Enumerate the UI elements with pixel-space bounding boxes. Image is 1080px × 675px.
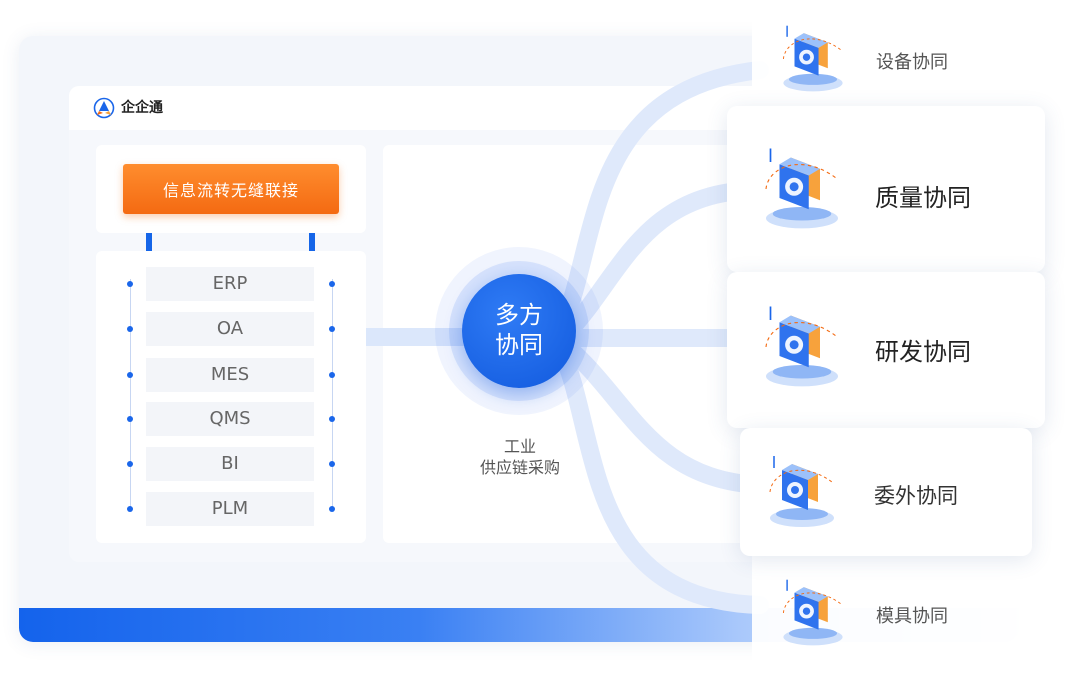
systems-rail-left	[130, 279, 131, 511]
system-dot	[329, 416, 335, 422]
flow-line-equipment	[551, 61, 769, 339]
flow-line-quality	[556, 181, 769, 344]
system-row: BI	[96, 447, 366, 481]
system-dot	[127, 281, 133, 287]
mold-cube-icon	[776, 576, 850, 650]
caption-line1: 工业	[503, 437, 536, 456]
system-row: PLM	[96, 492, 366, 526]
systems-rail-right	[332, 279, 333, 511]
app-logo-icon	[93, 97, 115, 119]
hub-title-line2: 协同	[495, 331, 543, 359]
flow-line-outsourcing	[556, 336, 769, 494]
info-banner-card: 信息流转无缝联接	[96, 145, 366, 233]
system-label-oa[interactable]: OA	[146, 312, 314, 346]
system-dot	[329, 326, 335, 332]
collab-label-equipment: 设备协同	[876, 52, 948, 73]
outsourcing-cube-icon	[762, 452, 842, 532]
info-flow-button[interactable]: 信息流转无缝联接	[123, 164, 339, 214]
system-row: OA	[96, 312, 366, 346]
rnd-cube-icon	[757, 302, 847, 392]
system-label-plm[interactable]: PLM	[146, 492, 314, 526]
connector-left	[146, 233, 152, 251]
collab-item-equipment[interactable]: 设备协同	[770, 18, 1060, 98]
collab-label-quality: 质量协同	[875, 184, 971, 212]
multi-party-hub[interactable]: 多方 协同	[462, 274, 576, 388]
flow-line-left	[366, 328, 486, 346]
system-row: QMS	[96, 402, 366, 436]
quality-cube-icon	[757, 144, 847, 234]
system-label-qms[interactable]: QMS	[146, 402, 314, 436]
app-name: 企企通	[121, 100, 163, 116]
flow-line-mold	[551, 339, 769, 614]
system-dot	[329, 461, 335, 467]
collab-card-quality[interactable]: 质量协同	[727, 106, 1045, 272]
system-dot	[127, 326, 133, 332]
system-label-mes[interactable]: MES	[146, 358, 314, 392]
system-label-erp[interactable]: ERP	[146, 267, 314, 301]
collab-label-outsourcing: 委外协同	[874, 484, 958, 508]
system-row: MES	[96, 358, 366, 392]
system-dot	[329, 372, 335, 378]
collab-card-rnd[interactable]: 研发协同	[727, 272, 1045, 428]
equipment-cube-icon	[776, 22, 850, 96]
hub-title-line1: 多方	[495, 301, 543, 329]
system-dot	[127, 416, 133, 422]
system-dot	[127, 372, 133, 378]
collab-label-rnd: 研发协同	[875, 338, 971, 366]
connector-right	[309, 233, 315, 251]
collab-item-mold[interactable]: 模具协同	[770, 572, 1060, 652]
system-row: ERP	[96, 267, 366, 301]
system-dot	[127, 461, 133, 467]
center-caption: 工业 供应链采购	[445, 436, 595, 478]
collab-card-outsourcing[interactable]: 委外协同	[740, 428, 1032, 556]
collab-label-mold: 模具协同	[876, 606, 948, 627]
caption-line2: 供应链采购	[479, 458, 560, 477]
system-label-bi[interactable]: BI	[146, 447, 314, 481]
system-dot	[329, 281, 335, 287]
system-dot	[127, 506, 133, 512]
systems-card: ERP OA MES QMS BI PLM	[96, 251, 366, 543]
system-dot	[329, 506, 335, 512]
